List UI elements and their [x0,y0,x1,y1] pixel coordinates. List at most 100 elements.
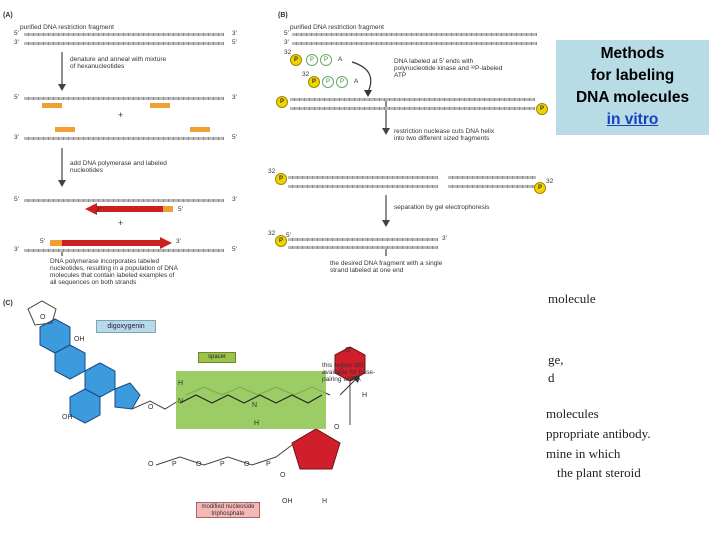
base-pairing-region-label: this region still available for base-pai… [322,362,376,383]
dna-strand [290,107,535,110]
dna-fragment [448,185,536,188]
panel-a-top-label: purified DNA restriction fragment [20,24,114,31]
isotope-label: 32 [268,168,276,175]
title-line-1: Methods [600,45,665,62]
end-label: 3′ [14,39,19,46]
panel-b-label: (B) [278,12,288,19]
body-text-3: d [548,370,555,385]
adenine-label: A [338,56,343,63]
atom-label: O [280,472,286,479]
atom-label: O [244,461,250,468]
phosphate-32-icon: P [534,182,546,194]
end-label: 3′ [442,235,447,242]
phosphate-icon: P [336,76,348,88]
end-label: 5′ [286,232,291,239]
phosphate-icon: P [322,76,334,88]
spacer-chain [179,394,323,404]
atom-label: O [148,461,154,468]
phosphate-32-icon: P [276,96,288,108]
panel-b-step-4: the desired DNA fragment with a single s… [330,260,443,274]
kinase-arrow [351,61,372,93]
atom-label: H [322,498,328,505]
body-text-6: mine in which [546,446,621,461]
title-line-3: DNA molecules [575,89,690,106]
body-text-7: the plant steroid [557,465,641,480]
dna-strand [290,98,535,101]
phosphate-32-icon: P [275,235,287,247]
dna-fragment [288,185,438,188]
process-arrow [58,180,66,187]
atom-label: N [252,402,258,409]
isotope-label: 32 [546,178,554,185]
hexanucleotide-primer [150,103,170,108]
atom-label: O [345,347,351,354]
adenine-label: A [354,78,359,85]
body-text-5: ppropriate antibody. [546,426,651,441]
end-label: 5′ [14,30,19,37]
spacer-label: spacer [198,352,236,363]
body-text-1: molecule [548,291,596,306]
process-arrow [58,84,66,91]
isotope-label: 32 [268,230,276,237]
panel-b-step-1: DNA labeled at 5′ ends with polynucleoti… [394,58,503,79]
end-label: 3′ [14,134,19,141]
dna-fragment [448,176,536,179]
digoxygenin-label: digoxygenin [96,320,156,333]
dna-strand [24,33,224,36]
end-label: 3′ [232,94,237,101]
end-label: 5′ [284,30,289,37]
panel-b-step-2: restriction nuclease cuts DNA helix into… [394,128,495,142]
isotope-label: 32 [284,49,292,56]
panel-a-step-2: add DNA polymerase and labeled nucleotid… [70,160,167,174]
dna-strand [24,249,224,252]
dna-fragment [288,238,438,241]
atom-label: H [254,420,260,427]
plus-sign: + [118,218,124,228]
phosphate-32-icon: P [290,54,302,66]
phosphate-icon: P [320,54,332,66]
dna-strand [292,33,537,36]
end-label: 3′ [14,246,19,253]
hexanucleotide-primer [42,103,62,108]
hexanucleotide-primer [190,127,210,132]
phosphate-icon: P [306,54,318,66]
end-label: 5′ [14,196,19,203]
body-text-2: ge, [548,352,564,367]
title-line-2: for labeling [590,67,675,84]
dna-fragment [288,176,438,179]
atom-label: P [266,461,271,468]
end-label: 5′ [232,246,237,253]
slide-title-box: Methods for labeling DNA molecules in vi… [556,40,709,135]
process-arrow [382,128,390,135]
atom-label: P [220,461,225,468]
atom-label: O [148,404,154,411]
title-link-in-vitro[interactable]: in vitro [606,111,659,128]
end-label: 5′ [232,39,237,46]
end-label: 5′ [178,206,183,213]
dna-strand [24,42,224,45]
phosphate-32-icon: P [308,76,320,88]
steroid-ring [114,382,141,410]
end-label: 3′ [232,30,237,37]
atom-label: P [172,461,177,468]
dna-strand [24,97,224,100]
labeled-new-strand [85,203,173,215]
end-label: 5′ [232,134,237,141]
phosphate-32-icon: P [275,173,287,185]
uracil-ring [334,346,366,382]
end-label: 5′ [40,238,45,245]
hexanucleotide-primer [55,127,75,132]
atom-label: OH [74,336,85,343]
steroid-ring [54,344,86,380]
atom-label: H [178,380,184,387]
phosphate-32-icon: P [536,103,548,115]
dna-strand [24,199,224,202]
body-text-4: molecules [546,406,599,421]
panel-a-label: (A) [3,12,13,19]
atom-label: H [362,392,368,399]
atom-label: N [178,398,184,405]
steroid-ring [69,388,101,424]
kinase-arrow [364,90,372,97]
process-arrow [382,220,390,227]
atom-label: OH [282,498,293,505]
